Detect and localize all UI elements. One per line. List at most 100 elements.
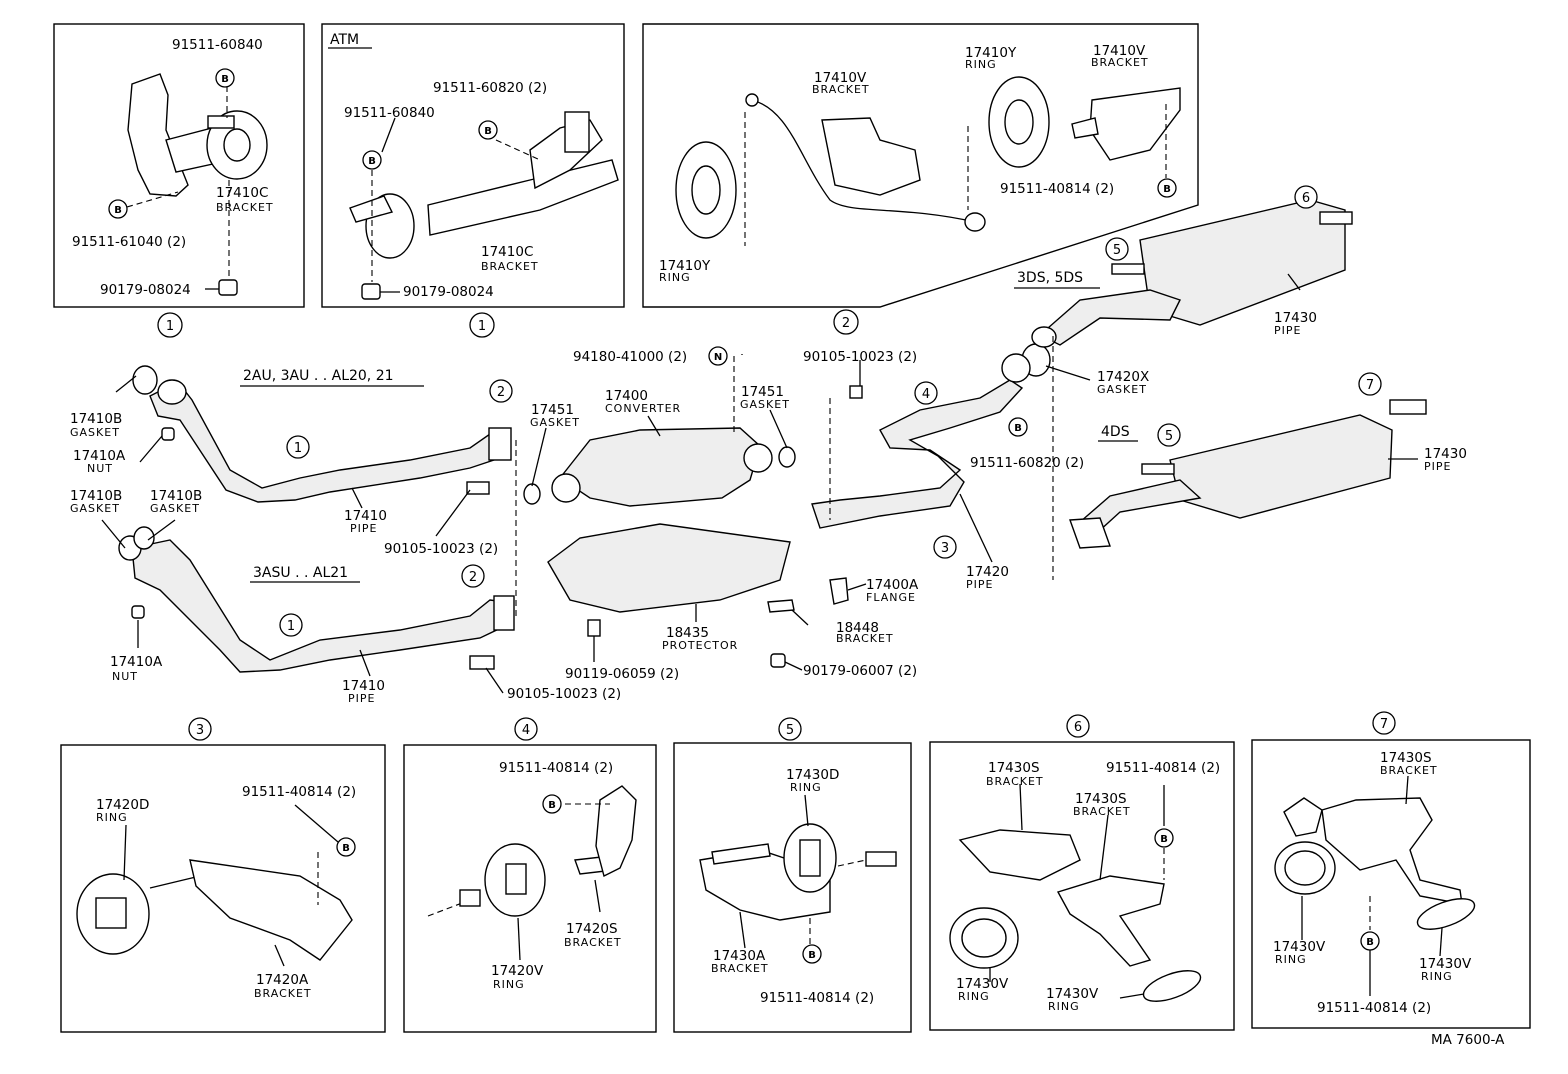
label: RING	[1421, 970, 1453, 983]
label: 17400	[605, 388, 648, 404]
callout-5: 5	[1105, 237, 1129, 261]
label: 17430	[1424, 446, 1467, 462]
label: 17420D	[96, 797, 149, 813]
label: NUT	[112, 670, 138, 683]
gasket-17410b	[133, 526, 155, 550]
label: 91511-40814 (2)	[1317, 1000, 1431, 1016]
label: 17430V	[1419, 956, 1472, 972]
label: RING	[790, 781, 822, 794]
label: 17410	[342, 678, 385, 694]
svg-text:5: 5	[786, 723, 794, 738]
label: 17430V	[956, 976, 1009, 992]
callout-1b: 1	[469, 312, 495, 338]
box-6: B 17430S BRACKET 91511-40814 (2) 17430S …	[929, 741, 1235, 1031]
front-pipe-17410-lower	[131, 539, 506, 673]
bolt-b-icon: B	[215, 68, 235, 88]
label: 18435	[666, 625, 709, 641]
box-5: B 17430D RING 17430A BRACKET 91511-40814…	[673, 742, 912, 1033]
svg-text:6: 6	[1302, 191, 1310, 206]
label: 91511-40814 (2)	[242, 784, 356, 800]
label: 90179-08024	[100, 282, 191, 298]
bolt-icon	[466, 481, 490, 495]
bolt-b-icon: B	[108, 199, 128, 219]
label: 17430D	[786, 767, 839, 783]
label: FLANGE	[866, 591, 916, 604]
nut-icon	[131, 605, 145, 619]
bracket-17430s	[958, 829, 1081, 881]
label: RING	[493, 978, 525, 991]
svg-text:2: 2	[469, 570, 477, 585]
label: 91511-40814 (2)	[499, 760, 613, 776]
svg-text:B: B	[548, 800, 556, 811]
svg-text:4: 4	[922, 387, 930, 402]
label: 17430V	[1046, 986, 1099, 1002]
variant-label: 4DS	[1101, 424, 1130, 440]
bolt-icon	[849, 385, 863, 399]
label: 17410A	[73, 448, 126, 464]
label: 17410Y	[659, 258, 711, 274]
label: BRACKET	[1073, 805, 1131, 818]
label: 17420	[966, 564, 1009, 580]
label: 17410B	[70, 488, 122, 504]
callout-3-box: 3	[188, 717, 212, 741]
ring-17430v	[1416, 898, 1476, 930]
bracket-17410c	[127, 73, 189, 197]
label: BRACKET	[254, 987, 312, 1000]
label: GASKET	[70, 502, 120, 515]
box-1a-frame	[53, 23, 305, 308]
front-pipe-17410-upper	[149, 381, 501, 503]
label: BRACKET	[1091, 56, 1149, 69]
label: 17410C	[216, 185, 268, 201]
label: PROTECTOR	[662, 639, 738, 652]
label: PIPE	[1274, 324, 1301, 337]
label: 91511-60820 (2)	[433, 80, 547, 96]
label: GASKET	[70, 426, 120, 439]
label: 91511-61040 (2)	[72, 234, 186, 250]
svg-text:2: 2	[842, 316, 850, 331]
variant-label: 2AU, 3AU . . AL20, 21	[243, 368, 394, 384]
label: BRACKET	[986, 775, 1044, 788]
nut-icon	[161, 427, 175, 441]
gasket-17410b	[132, 365, 158, 395]
label: RING	[1048, 1000, 1080, 1013]
label: BRACKET	[711, 962, 769, 975]
bracket-18448	[767, 599, 795, 613]
box-5-frame	[673, 742, 912, 1033]
callout-6: 6	[1294, 185, 1318, 209]
svg-text:B: B	[114, 205, 122, 216]
callout-2: 2	[461, 564, 485, 588]
box-1b-frame	[321, 23, 625, 308]
svg-text:5: 5	[1113, 243, 1121, 258]
box-3: B 17420D RING 91511-40814 (2) 17420A BRA…	[60, 744, 386, 1033]
label: 91511-40814 (2)	[1000, 181, 1114, 197]
box-title: ATM	[330, 32, 359, 48]
label: 17400A	[866, 577, 919, 593]
label: 17430S	[1075, 791, 1127, 807]
label: GASKET	[740, 398, 790, 411]
label: BRACKET	[812, 83, 870, 96]
label: RING	[659, 271, 691, 284]
bolt-b-icon: B	[478, 120, 498, 140]
callout-7-box: 7	[1372, 711, 1396, 735]
svg-text:5: 5	[1165, 429, 1173, 444]
label: CONVERTER	[605, 402, 681, 415]
ring-17430v	[1142, 970, 1202, 1002]
label: GASKET	[530, 416, 580, 429]
bolt-b-icon: B	[542, 794, 562, 814]
callout-5: 5	[1157, 423, 1181, 447]
nut-icon	[770, 653, 786, 668]
svg-text:B: B	[1163, 184, 1171, 195]
label: NUT	[87, 462, 113, 475]
bolt-b-icon: B	[336, 837, 356, 857]
callout-1: 1	[279, 613, 303, 637]
svg-text:3: 3	[941, 541, 949, 556]
label: 90179-08024	[403, 284, 494, 300]
svg-text:B: B	[1160, 834, 1168, 845]
nut-n-icon: N	[708, 346, 728, 366]
variant-label: 3DS, 5DS	[1017, 270, 1083, 286]
bracket-17420s	[595, 785, 637, 878]
svg-text:B: B	[808, 950, 816, 961]
label: 17420X	[1097, 369, 1149, 385]
box-7-frame	[1251, 739, 1531, 1029]
